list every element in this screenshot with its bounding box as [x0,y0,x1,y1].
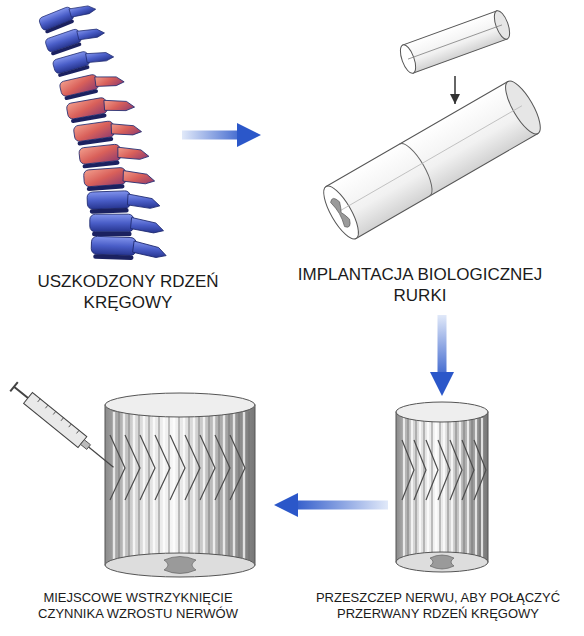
stage-box: PRZESZCZEP NERWU, ABY POŁĄCZYĆ PRZERWANY… [392,400,492,582]
nerve-graft-illustration-part [430,555,454,569]
syringe-illustration-part [89,447,114,467]
biological-tube-illustration-part [317,182,364,244]
spine-illustration-part [83,165,155,191]
caption-block: USZKODZONY RDZEŃ KRĘGOWY [2,271,254,314]
nerve-graft-illustration-part [396,402,488,422]
stage-caption: USZKODZONY RDZEŃ KRĘGOWY [2,271,254,314]
stage-caption: PRZESZCZEP NERWU, ABY POŁĄCZYĆ PRZERWANY… [298,590,578,623]
stage-box: USZKODZONY RDZEŃ KRĘGOWY [15,5,178,265]
tube-lid-illustration-part [403,11,507,73]
growth-factor-illustration [105,393,255,577]
nerve-graft-illustration-part [402,440,486,500]
stage-caption: IMPLANTACJA BIOLOGICZNEJ RURKI [275,264,565,307]
growth-factor-illustration-part [164,557,196,574]
tube-lid-illustration-part [491,9,513,41]
spine-illustration-part [90,214,164,236]
stage-box: IMPLANTACJA BIOLOGICZNEJ RURKI [265,10,575,311]
stage-box: MIEJSCOWE WSTRZYKNIĘCIE CZYNNIKA WZROSTU… [15,392,270,582]
stage-caption: MIEJSCOWE WSTRZYKNIĘCIE CZYNNIKA WZROSTU… [13,590,263,623]
caption-block: PRZESZCZEP NERWU, ABY POŁĄCZYĆ PRZERWANY… [298,590,578,623]
biological-tube-illustration-part [326,82,538,239]
spine-illustration [38,0,167,261]
spine-illustration-part [91,236,167,261]
spine-illustration-part [52,44,115,78]
growth-factor-illustration-part [105,553,255,577]
nerve-graft-illustration-part [396,552,488,572]
biological-tube-illustration-part [400,139,439,196]
flow-arrow [292,501,388,510]
biological-tube-illustration-part [340,106,522,211]
growth-factor-illustration-part [119,412,249,563]
tube-lid-illustration [397,9,513,75]
tube-lid-illustration-part [408,25,502,59]
nerve-graft-illustration-part [396,412,488,562]
spine-illustration-part [79,141,150,169]
nerve-graft-illustration [396,402,488,572]
spine-illustration-part [73,117,142,146]
flow-arrow [438,315,447,378]
syringe-illustration [10,381,118,472]
spine-illustration-part [44,20,105,56]
spine-illustration-part [59,68,125,101]
spine-illustration-part [66,92,135,123]
growth-factor-illustration-part [105,393,255,417]
syringe-illustration-part [38,399,79,434]
growth-factor-illustration-part [110,435,245,500]
biological-tube-illustration-part [499,77,546,139]
caption-block: MIEJSCOWE WSTRZYKNIĘCIE CZYNNIKA WZROSTU… [13,590,263,623]
flow-arrow [182,131,243,140]
biological-tube-illustration [317,77,546,244]
placement-arrow [454,76,456,104]
growth-factor-illustration-part [105,405,255,565]
spine-illustration-part [87,190,160,214]
caption-block: IMPLANTACJA BIOLOGICZNEJ RURKI [275,264,565,307]
syringe-illustration-part [24,393,87,448]
spine-illustration-part [38,0,97,34]
biological-tube-illustration-part [329,196,352,228]
